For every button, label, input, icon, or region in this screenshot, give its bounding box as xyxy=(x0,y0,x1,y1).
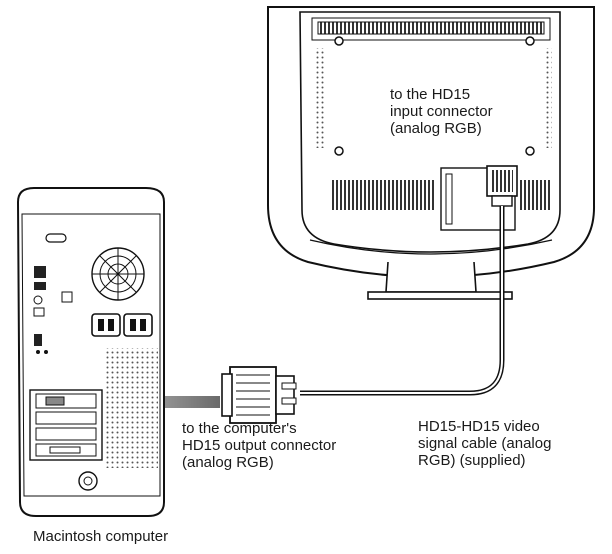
monitor-side-plug xyxy=(486,165,518,207)
cable-label-line-3: RGB) (supplied) xyxy=(418,452,526,469)
computer-connector-label-line-3: (analog RGB) xyxy=(182,454,274,471)
monitor-rear xyxy=(267,6,596,300)
computer-name-label: Macintosh computer xyxy=(33,528,169,545)
monitor-connector-label: to the HD15 input connector (analog RGB) xyxy=(390,86,493,137)
cable-label-line-1: HD15-HD15 video xyxy=(418,418,540,435)
cable-label: HD15-HD15 video signal cable (analog RGB… xyxy=(418,418,551,469)
monitor-connector-label-line-1: to the HD15 xyxy=(390,86,471,103)
cable-connector xyxy=(221,366,297,424)
computer-connector-label-line-1: to the computer's xyxy=(182,420,297,437)
monitor-connector-label-line-2: input connector xyxy=(390,103,493,120)
cable-label-line-2: signal cable (analog xyxy=(418,435,552,452)
computer-connector-label: to the computer's HD15 output connector … xyxy=(182,420,336,471)
macintosh-computer xyxy=(16,187,165,517)
monitor-connector-label-line-3: (analog RGB) xyxy=(390,120,482,137)
computer-connector-label-line-2: HD15 output connector xyxy=(182,437,337,454)
